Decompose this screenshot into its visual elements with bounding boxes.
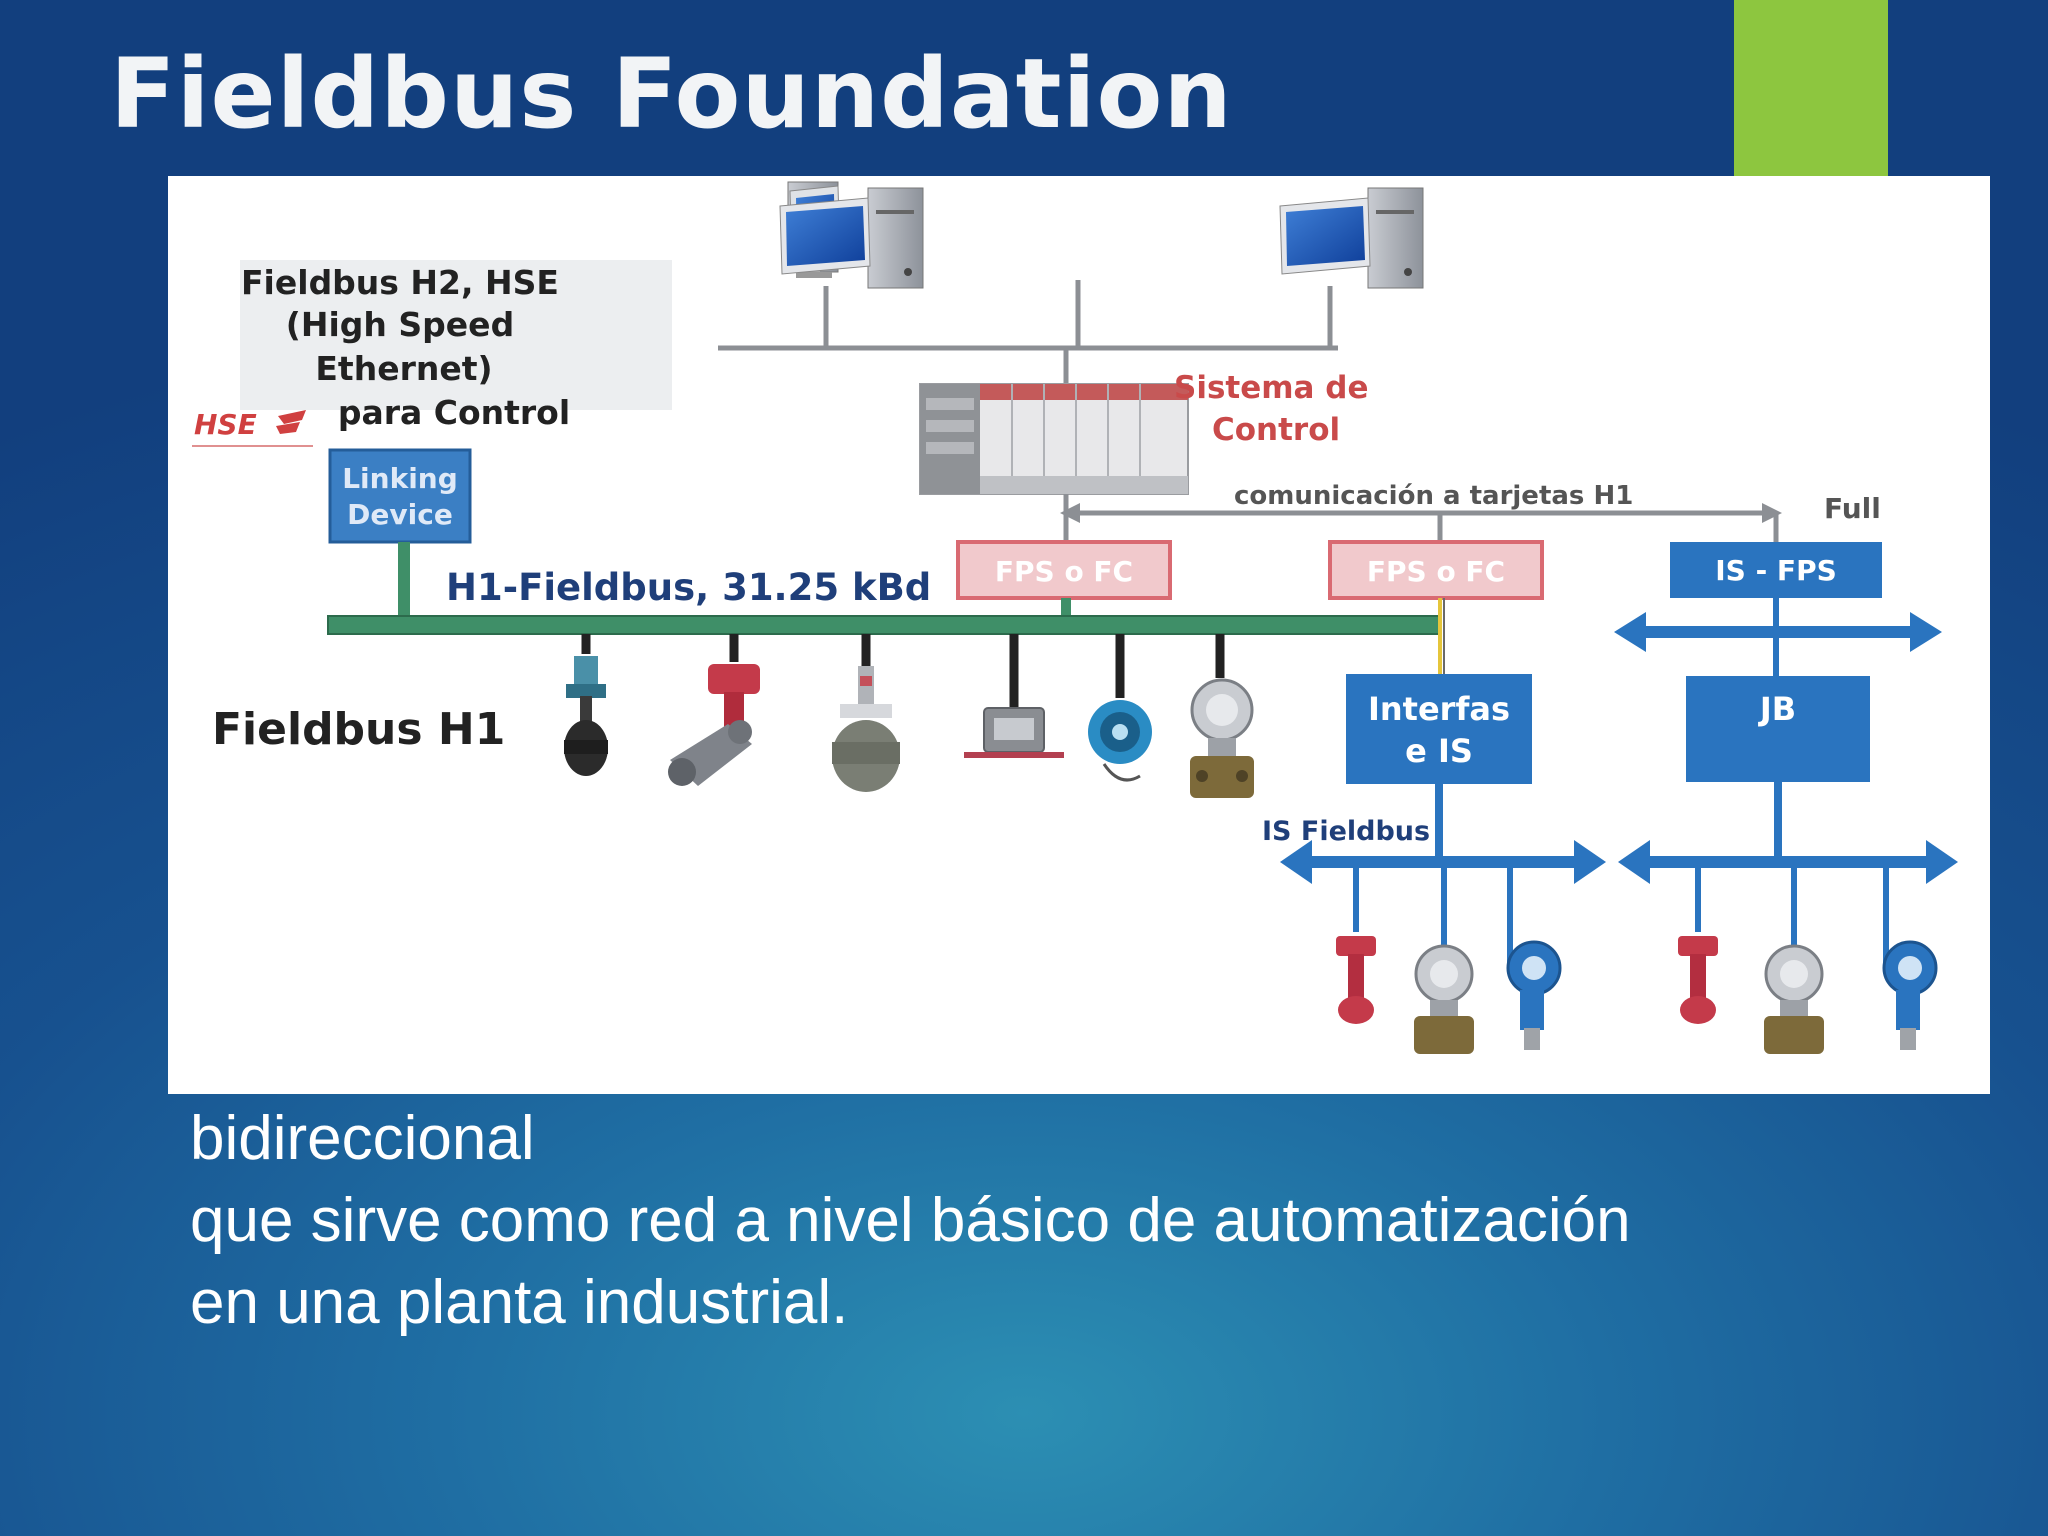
fps-fc-box-left: FPS o FC [956,540,1172,600]
hse-logo: HSE [192,408,313,447]
is-interface-line: Interfas [1368,690,1510,728]
is-fps-arrow [1614,612,1942,652]
h1-bus-bar [327,615,1441,635]
hse-title-line: para Control [338,393,570,432]
flow-meter-icon [1088,700,1152,782]
full-label: Full [1824,492,1881,525]
h1-bus-label: H1-Fieldbus, 31.25 kBd [446,566,931,609]
jb-label: JB [1758,690,1796,728]
is-red-valve-icon [1336,936,1376,1024]
fps-fc-box-right: FPS o FC [1328,540,1544,600]
h1-cards-comm-label: comunicación a tarjetas H1 [1234,481,1633,511]
gate-valve-icon [832,666,900,792]
jb-blue-transmitter-icon [1882,940,1938,1050]
jb-red-valve-icon [1678,936,1718,1024]
hse-title-line: Fieldbus H2, HSE [241,263,559,302]
fps-fc-label: FPS o FC [1367,555,1505,588]
is-fieldbus-label: IS Fieldbus [1262,816,1430,847]
is-interface-box: Interfas e IS [1346,674,1532,784]
linking-device-line: Device [347,498,453,531]
hse-title: Fieldbus H2, HSE (High Speed Ethernet) p… [241,263,570,432]
is-interface-line: e IS [1405,732,1473,770]
control-system-line: Control [1212,412,1340,448]
body-line: en una planta industrial. [190,1268,849,1337]
hse-title-line: (High Speed [286,305,514,344]
workstation-left-icon-2 [779,187,924,289]
jb-box: JB [1686,676,1870,782]
is-fieldbus-drops [1353,868,1513,970]
linking-device-line: Linking [342,462,458,495]
is-fieldbus-arrow [1280,840,1606,884]
jb-fieldbus-arrow [1618,840,1958,884]
fps-fc-label: FPS o FC [995,555,1133,588]
fieldbus-h1-label: Fieldbus H1 [212,704,505,755]
body-line: que sirve como red a nivel básico de aut… [190,1186,1631,1255]
is-fps-label: IS - FPS [1715,554,1837,587]
body-line: bidireccional [190,1104,535,1173]
pressure-transmitter-icon [1190,678,1254,798]
is-blue-transmitter-icon [1506,940,1562,1050]
slide-title: Fieldbus Foundation [110,38,1233,150]
hse-logo-text: HSE [194,408,257,441]
is-pressure-transmitter-icon [1414,944,1474,1054]
red-actuator-valve-icon [668,664,760,786]
control-system-rack [919,383,1189,495]
jb-fieldbus-drops [1695,868,1889,970]
hse-title-line: Ethernet) [315,349,492,388]
is-fps-box: IS - FPS [1670,542,1882,598]
control-valve-icon [564,656,608,776]
hse-network-line [718,280,1338,384]
accent-bar [1734,0,1888,176]
transmitter-box-icon [964,707,1064,758]
control-system-label: Sistema de Control [1174,370,1368,448]
h1-device-drops [581,634,1225,708]
linking-device-box: Linking Device [328,448,472,544]
control-system-line: Sistema de [1174,370,1368,406]
diagram-panel: Fieldbus H2, HSE (High Speed Ethernet) p… [168,176,1990,1094]
body-text: bidireccional que sirve como red a nivel… [190,1098,1990,1344]
workstation-right-icon [1279,187,1424,289]
fieldbus-diagram: Fieldbus H2, HSE (High Speed Ethernet) p… [192,181,1958,1054]
jb-pressure-transmitter-icon [1764,944,1824,1054]
h1-cards-arrow [1060,503,1782,542]
hse-label-backdrop [240,260,672,410]
